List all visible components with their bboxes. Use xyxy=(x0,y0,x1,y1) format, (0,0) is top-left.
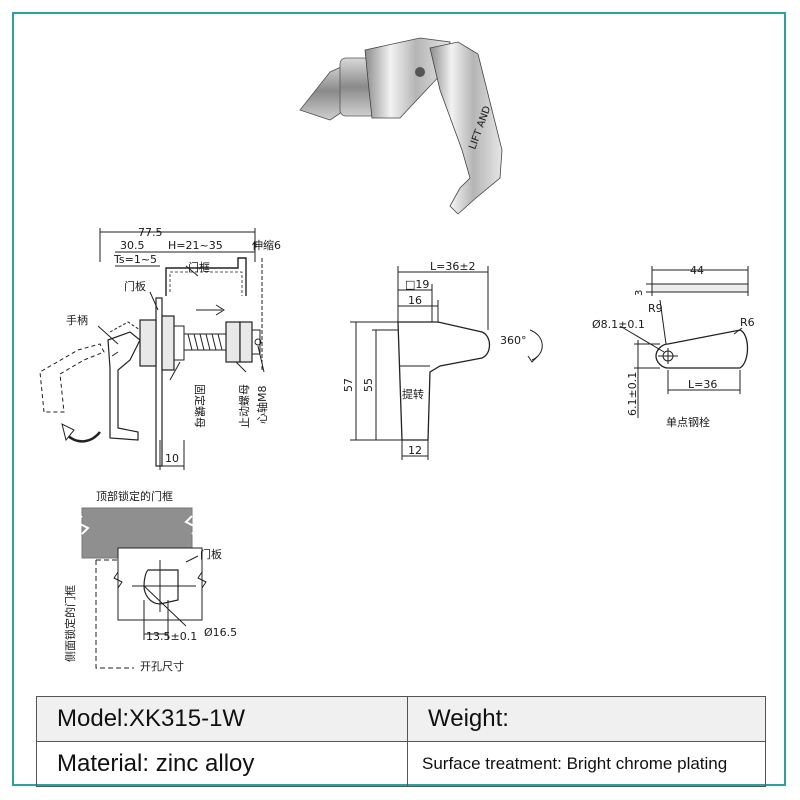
label-side-frame: 侧面锁定的门框 xyxy=(63,585,77,662)
spec-row: Material: zinc alloy Surface treatment: … xyxy=(36,741,766,787)
image-frame xyxy=(12,12,786,786)
label-door-frame: 门框 xyxy=(188,260,210,274)
label-door-panel-2: 门板 xyxy=(200,547,222,561)
dim-sq19: □19 xyxy=(405,278,429,291)
label-top-frame: 顶部锁定的门框 xyxy=(96,489,173,503)
label-handle: 手柄 xyxy=(66,313,88,327)
dim-3: 3 xyxy=(634,290,645,296)
label-single-bolt: 单点钢栓 xyxy=(666,415,710,429)
label-lift-turn: 提转 xyxy=(402,387,424,401)
label-hole-size: 开孔尺寸 xyxy=(140,659,184,673)
label-r9: R9 xyxy=(648,302,663,315)
spec-material: Material: zinc alloy xyxy=(36,741,408,787)
spec-table: Model:XK315-1W Weight: Material: zinc al… xyxy=(36,696,766,787)
dim-10: 10 xyxy=(165,452,179,465)
dim-13-5: 13.5±0.1 xyxy=(146,630,197,643)
side-view-drawing xyxy=(39,228,265,470)
dim-44: 44 xyxy=(690,264,704,277)
dim-h: H=21~35 xyxy=(168,239,223,252)
label-stop-nut: 止动螺母 xyxy=(238,384,251,428)
label-shaft: 心轴M8 xyxy=(255,386,269,425)
dim-dia-8-1: Ø8.1±0.1 xyxy=(592,318,645,331)
dim-6-1: 6.1±0.1 xyxy=(626,372,639,416)
spec-surface: Surface treatment: Bright chrome plating xyxy=(407,741,766,787)
dim-dia-16-5: Ø16.5 xyxy=(204,626,237,639)
dim-55: 55 xyxy=(362,378,375,392)
spec-row: Model:XK315-1W Weight: xyxy=(36,696,766,742)
front-view-drawing xyxy=(350,266,543,460)
label-r6: R6 xyxy=(740,316,755,329)
dim-30-5: 30.5 xyxy=(120,239,145,252)
label-door-panel: 门板 xyxy=(124,279,146,293)
dim-l36-tol: L=36±2 xyxy=(430,260,476,273)
label-360: 360° xyxy=(500,334,527,347)
product-photo: LIFT AND xyxy=(299,37,503,215)
spec-weight: Weight: xyxy=(407,696,766,742)
dim-77-5: 77.5 xyxy=(138,226,163,239)
dim-57: 57 xyxy=(342,378,355,392)
cutout-drawing xyxy=(74,507,207,669)
bolt-drawing xyxy=(619,266,749,418)
dim-l36: L=36 xyxy=(688,378,717,391)
label-extend: 伸缩6 xyxy=(252,239,281,252)
label-fixed-nut: 固定螺母 xyxy=(193,384,207,428)
dim-12: 12 xyxy=(408,444,422,457)
spec-model: Model:XK315-1W xyxy=(36,696,408,742)
dim-ts: Ts=1~5 xyxy=(113,253,157,266)
dim-16: 16 xyxy=(408,294,422,307)
